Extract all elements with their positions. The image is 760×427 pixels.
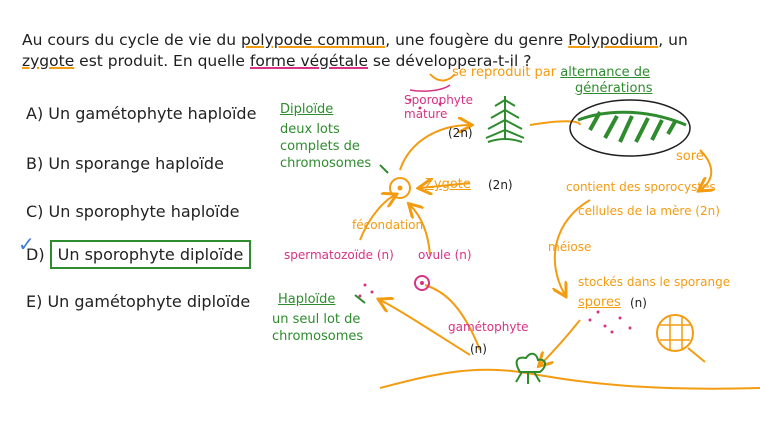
diploide-description: deux lots complets de chromosomes xyxy=(280,122,372,171)
spores-ploidy: (n) xyxy=(630,296,647,310)
haploide-description: un seul lot de chromosomes xyxy=(272,312,364,344)
zygote-nucleus xyxy=(397,185,403,191)
question-forme: forme végétale xyxy=(249,52,368,70)
fecondation-label: fécondation xyxy=(352,218,424,232)
option-letter: E) xyxy=(26,292,43,311)
option-e[interactable]: E) Un gamétophyte diploïde xyxy=(26,292,250,311)
sporophyte-mature-label: Sporophyte mature xyxy=(404,93,473,121)
sore-leaf-icon xyxy=(569,99,691,157)
sore-label: sore xyxy=(676,149,704,164)
ovule-label: ovule (n) xyxy=(418,248,472,262)
meiose-label: méiose xyxy=(548,240,592,254)
haploide-bracket xyxy=(354,294,366,304)
ovule-nucleus xyxy=(420,281,424,285)
option-text: Un gamétophyte haploïde xyxy=(48,104,257,123)
zygote-label: Zygote xyxy=(425,177,471,192)
haploide-title: Haploïde xyxy=(278,292,336,307)
arrow-zygote-label xyxy=(420,183,471,188)
ovule-icon xyxy=(414,275,430,291)
zygote-ploidy: (2n) xyxy=(488,178,513,192)
sporangium-icon xyxy=(656,314,706,363)
gametophyte-icon xyxy=(515,352,546,384)
fern-sporophyte-icon xyxy=(485,96,525,143)
arrow-meiose xyxy=(555,199,591,295)
arrow-question-to-alternance xyxy=(429,73,456,82)
alternance-prefix: se reproduit par xyxy=(452,65,561,80)
spore-dots xyxy=(358,98,632,334)
arrow-fecondation xyxy=(359,195,395,241)
arrow-gametophyte-to-ovule xyxy=(424,284,481,351)
option-d[interactable]: D) Un sporophyte diploïde xyxy=(26,240,252,269)
arrow-ovule-to-fecondation xyxy=(410,205,431,256)
gametophyte-ploidy: (n) xyxy=(470,342,487,356)
option-letter: D) xyxy=(26,245,45,264)
arrow-alternance-to-sporophyte xyxy=(409,84,451,92)
generations-label: générations xyxy=(575,81,653,96)
question-genre: Polypodium xyxy=(568,31,659,49)
option-letter: B) xyxy=(26,154,44,173)
spores-label: spores xyxy=(578,295,621,310)
arrow-sore-to-cellules xyxy=(700,149,711,190)
question-polypode: polypode commun xyxy=(240,31,386,49)
question-part: , une fougère du genre xyxy=(385,31,569,49)
zygote-icon xyxy=(389,177,411,199)
option-text: Un sporophyte diploïde xyxy=(57,245,244,264)
arrow-spores-to-gametophyte xyxy=(540,319,581,365)
option-b[interactable]: B) Un sporange haploïde xyxy=(26,154,224,173)
question-text: Au cours du cycle de vie du polypode com… xyxy=(22,30,742,72)
ground-line xyxy=(379,368,760,390)
option-text: Un sporophyte haploïde xyxy=(48,202,240,221)
question-part: Au cours du cycle de vie du xyxy=(22,31,241,49)
arrow-sporophyte-to-sore xyxy=(529,120,581,126)
stockes-sporange-label: stockés dans le sporange xyxy=(578,275,731,289)
option-letter: C) xyxy=(26,202,44,221)
option-text: Un sporange haploïde xyxy=(48,154,224,173)
check-mark-icon: ✓ xyxy=(18,232,35,256)
question-part: se développera-t-il ? xyxy=(367,52,532,70)
sporophyte-ploidy: (2n) xyxy=(448,126,473,140)
sporocystes-label: contient des sporocystes xyxy=(566,180,716,194)
alternance-label: se reproduit par alternance de xyxy=(452,66,650,80)
question-part: est produit. En quelle xyxy=(74,52,250,70)
question-part: , un xyxy=(658,31,688,49)
option-letter: A) xyxy=(26,104,44,123)
alternance-word: alternance de xyxy=(560,65,651,80)
arrow-zygote-to-sporophyte xyxy=(399,125,470,171)
selected-answer-box: Un sporophyte diploïde xyxy=(49,240,252,269)
gametophyte-label: gamétophyte xyxy=(448,320,529,334)
option-c[interactable]: C) Un sporophyte haploïde xyxy=(26,202,240,221)
diploide-title: Diploïde xyxy=(280,102,334,117)
spermatozoide-label: spermatozoïde (n) xyxy=(284,248,394,262)
arrow-gametophyte-to-sperm xyxy=(380,300,471,356)
option-text: Un gamétophyte diploïde xyxy=(47,292,251,311)
diploide-bracket xyxy=(379,164,389,174)
option-a[interactable]: A) Un gamétophyte haploïde xyxy=(26,104,256,123)
cellules-mere-label: cellules de la mère (2n) xyxy=(578,204,720,218)
question-zygote: zygote xyxy=(22,52,75,70)
